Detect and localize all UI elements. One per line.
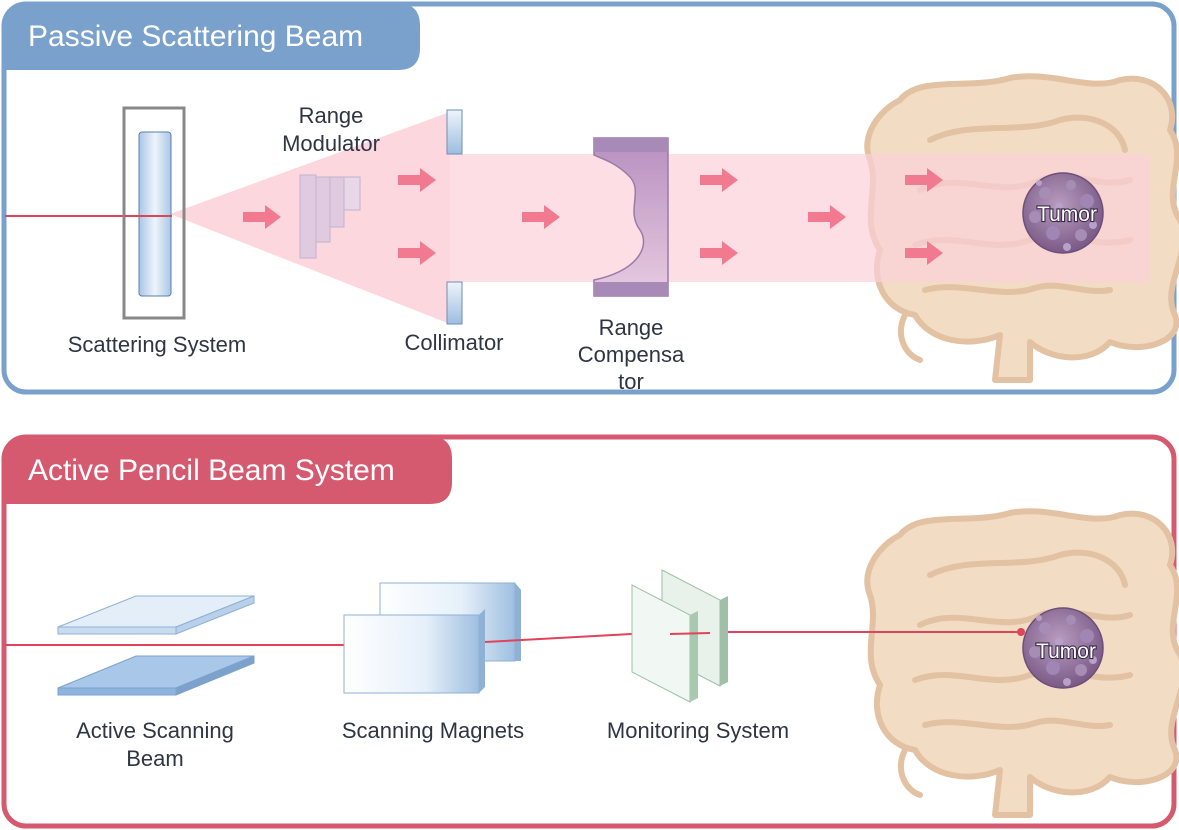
passive-title-tab [4,4,420,70]
tumor-label: Tumor [1037,203,1097,226]
range-compensator-label-line3: tor [618,369,644,394]
range-modulator [299,174,361,259]
passive-title: Passive Scattering Beam [28,20,363,53]
scanning-magnets [343,582,651,694]
range-compensator [593,137,669,297]
tumor-label: Tumor [1036,640,1096,663]
active-title: Active Pencil Beam System [28,454,395,487]
active-panel: Active Pencil Beam System [1,434,1179,829]
collimator [446,109,463,325]
active-scanning-beam-label-line1: Active Scanning [76,718,234,743]
scattering-system [122,106,186,320]
active-title-tab [4,437,452,504]
range-compensator-label-line2: Compensa [578,342,685,367]
scanning-magnets-label: Scanning Magnets [342,718,524,743]
beam-spot [1017,628,1025,636]
range-modulator-label-line1: Range [299,103,364,128]
scattering-system-label: Scattering System [68,332,247,357]
active-scanning-beam-label-line2: Beam [126,746,183,771]
range-compensator-label-line1: Range [599,315,664,340]
passive-panel: Passive Scattering Beam [1,1,1179,395]
monitoring-system-label: Monitoring System [607,718,789,743]
range-modulator-label-line2: Modulator [282,131,380,156]
collimator-label: Collimator [404,330,503,355]
monitoring-system [631,569,1020,703]
active-scanning-beam [57,595,255,696]
